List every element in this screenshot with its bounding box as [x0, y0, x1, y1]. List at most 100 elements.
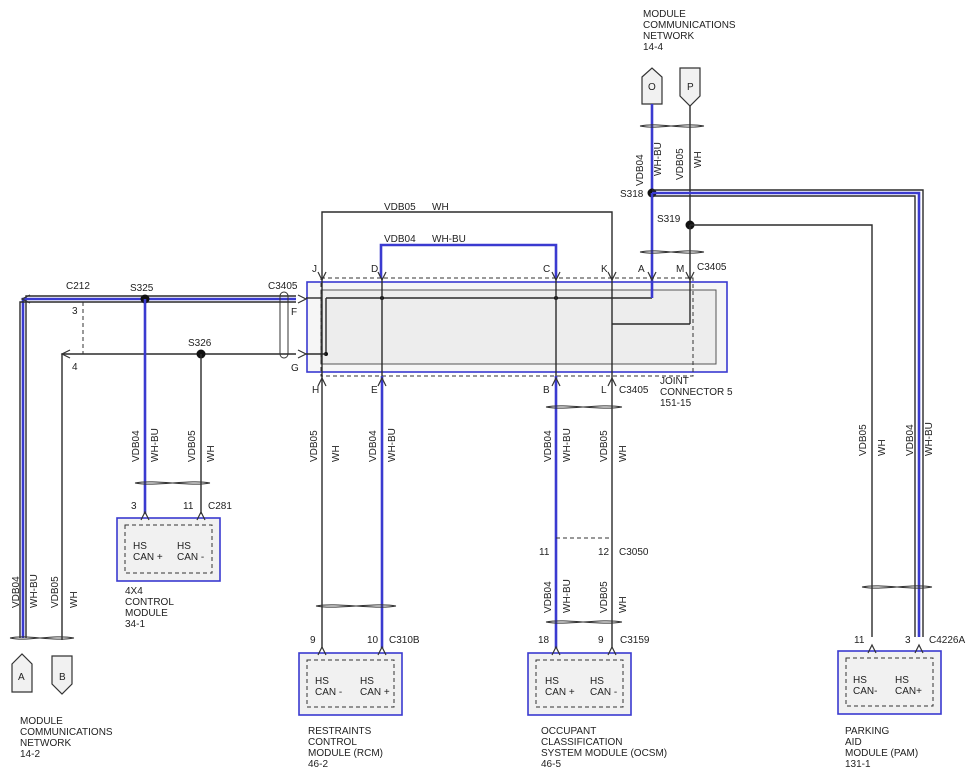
ref-rcm[interactable]: RESTRAINTS CONTROL MODULE (RCM) 46-2	[308, 726, 383, 770]
ref-line: NETWORK	[20, 738, 71, 749]
wire-code: VDB05	[187, 430, 198, 462]
module-pin-label: HS	[853, 675, 867, 686]
pin-c: C	[543, 264, 550, 275]
ref-line: 14-4	[643, 42, 663, 53]
connector-label: C3050	[619, 547, 649, 558]
module-pin-label: HS	[133, 541, 147, 552]
connector-a-label: A	[18, 672, 25, 683]
ref-ocsm[interactable]: OCCUPANT CLASSIFICATION SYSTEM MODULE (O…	[541, 726, 667, 770]
module-pin-label: CAN +	[360, 687, 390, 698]
wire-code: VDB05	[599, 581, 610, 613]
connector-o-icon[interactable]: O	[641, 67, 663, 105]
pin-c281-11: 11	[183, 501, 194, 512]
wire-s325-mcn[interactable]	[25, 295, 296, 638]
wire-s318-pam[interactable]	[652, 189, 924, 637]
pin-c212-4: 4	[72, 362, 78, 373]
wire-color: WH-BU	[432, 234, 466, 245]
wire-s318-pam[interactable]	[652, 195, 916, 637]
twisted-pair-icon	[639, 124, 705, 128]
module-pin-label: CAN+	[895, 686, 922, 697]
pin-pam-11: 11	[854, 635, 865, 646]
pin-l: L	[601, 385, 607, 396]
ref-line: COMMUNICATIONS	[643, 20, 736, 31]
connector-b-icon[interactable]: B	[51, 655, 73, 695]
module-pin-label: CAN-	[853, 686, 877, 697]
wire-code: VDB05	[309, 430, 320, 462]
ref-line: MODULE (RCM)	[308, 748, 383, 759]
ref-line: CLASSIFICATION	[541, 737, 623, 748]
ref-joint-connector[interactable]: JOINT CONNECTOR 5 151-15	[660, 376, 733, 409]
pin-arrows	[20, 271, 924, 656]
wire-code: VDB05	[599, 430, 610, 462]
ref-mcn-14-2[interactable]: MODULE COMMUNICATIONS NETWORK 14-2	[20, 716, 113, 760]
wire-code: VDB05	[384, 202, 416, 213]
splice-label: S319	[657, 214, 681, 225]
pin-c3050-12: 12	[598, 547, 610, 558]
connector-c3405-outline	[320, 277, 694, 377]
ref-line: 151-15	[660, 398, 692, 409]
connector-label: C3405	[268, 281, 298, 292]
wire-color: WH	[206, 445, 217, 462]
twisted-pair-icon	[861, 585, 933, 589]
wire-code: VDB05	[50, 576, 61, 608]
wire-color: WH	[618, 445, 629, 462]
ref-line: 34-1	[125, 619, 145, 630]
wire-s326-mcn[interactable]	[61, 353, 296, 640]
wire-s325-mcn[interactable]	[19, 301, 296, 638]
ref-line: NETWORK	[643, 31, 694, 42]
connector-a-icon[interactable]: A	[11, 653, 33, 693]
module-4x4[interactable]: HS CAN + HS CAN -	[116, 517, 221, 582]
pin-h: H	[312, 385, 319, 396]
connector-label: C3159	[620, 635, 650, 646]
splice-label: S318	[620, 189, 644, 200]
ref-line: RESTRAINTS	[308, 726, 372, 737]
ref-4x4-module[interactable]: 4X4 CONTROL MODULE 34-1	[125, 586, 174, 630]
wire-j-k[interactable]	[321, 211, 613, 278]
ref-line: MODULE	[125, 608, 168, 619]
wire-color: WH-BU	[562, 579, 573, 613]
module-rcm[interactable]: HS CAN - HS CAN +	[298, 652, 403, 716]
ref-pam[interactable]: PARKING AID MODULE (PAM) 131-1	[845, 726, 918, 770]
connector-p-icon[interactable]: P	[679, 67, 701, 107]
ref-mcn-14-4[interactable]: MODULE COMMUNICATIONS NETWORK 14-4	[643, 9, 736, 53]
module-pin-label: HS	[315, 676, 329, 687]
twisted-pair-icon	[134, 481, 211, 485]
wire-s325-mcn-hl[interactable]	[21, 297, 296, 638]
connector-label: C281	[208, 501, 232, 512]
pin-j: J	[312, 264, 317, 275]
wire-color: WH	[618, 596, 629, 613]
wire-code: VDB04	[543, 430, 554, 462]
wire-color: WH	[331, 445, 342, 462]
wire-color: WH-BU	[653, 142, 664, 176]
pin-pam-3: 3	[905, 635, 911, 646]
pin-g: G	[291, 363, 299, 374]
ref-line: CONTROL	[125, 597, 174, 608]
pin-e: E	[371, 385, 378, 396]
connector-label: C212	[66, 281, 90, 292]
pin-a: A	[638, 264, 645, 275]
module-pin-label: CAN -	[315, 687, 342, 698]
wire-code: VDB04	[11, 576, 22, 608]
wire-code: VDB04	[131, 430, 142, 462]
ref-line: CONNECTOR 5	[660, 387, 733, 398]
wire-color: WH-BU	[924, 422, 935, 456]
twisted-pair-icon	[545, 620, 623, 624]
pin-d: D	[371, 264, 378, 275]
wire-color: WH-BU	[29, 574, 40, 608]
module-pin-label: HS	[545, 676, 559, 687]
twisted-pair-icon	[315, 604, 397, 608]
pin-m: M	[676, 264, 684, 275]
wire-s318-pam-hl[interactable]	[652, 191, 921, 637]
module-pin-label: CAN -	[590, 687, 617, 698]
module-pam[interactable]: HS CAN- HS CAN+	[837, 650, 942, 715]
wire-color: WH	[69, 591, 80, 608]
module-pin-label: HS	[177, 541, 191, 552]
ref-line: 46-5	[541, 759, 561, 770]
module-ocsm[interactable]: HS CAN + HS CAN -	[527, 652, 632, 716]
wire-color: WH-BU	[562, 428, 573, 462]
wire-d-c[interactable]	[379, 243, 558, 278]
wire-s319-pam[interactable]	[690, 224, 873, 637]
module-pin-label: CAN -	[177, 552, 204, 563]
connector-label: C310B	[389, 635, 420, 646]
twisted-pair-icon	[545, 405, 623, 409]
